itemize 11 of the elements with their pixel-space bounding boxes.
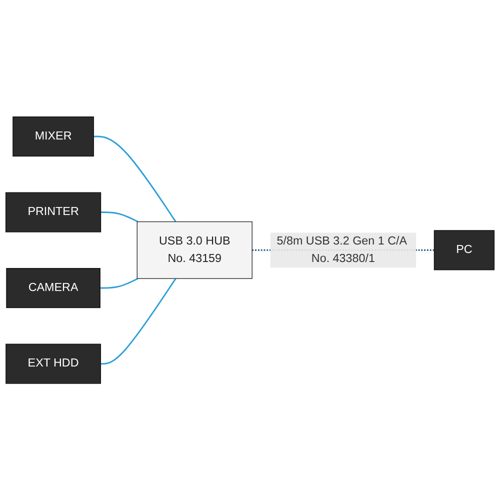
node-box: CAMERA xyxy=(6,268,100,308)
node-box: PRINTER xyxy=(5,192,102,232)
edge-label: 5/8m USB 3.2 Gen 1 C/A No. 43380/1 xyxy=(276,234,406,265)
node-box: EXT HDD xyxy=(6,344,101,384)
connector xyxy=(100,278,176,364)
node-box: PC xyxy=(434,230,495,270)
connector xyxy=(94,136,176,222)
connector xyxy=(100,278,138,289)
node-box: MIXER xyxy=(12,116,94,156)
connector xyxy=(100,211,138,222)
node-box: USB 3.0 HUB No. 43159 xyxy=(136,221,252,279)
